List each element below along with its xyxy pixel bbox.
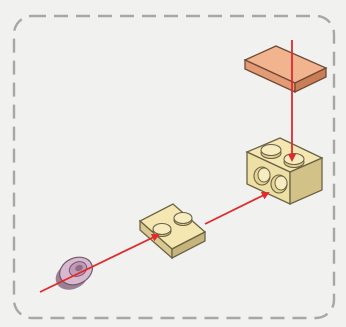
- tile-1x2-part: [243, 45, 328, 94]
- arrow-plate-to-brick: [204, 192, 270, 225]
- brick-side-studs-part: [245, 137, 324, 206]
- dashed-frame: [12, 14, 336, 320]
- arrow-stud-to-plate: [39, 234, 160, 293]
- round-stud-part: [55, 256, 93, 290]
- assembly-arrows: [39, 40, 296, 293]
- plate-1x2-part: [138, 203, 207, 260]
